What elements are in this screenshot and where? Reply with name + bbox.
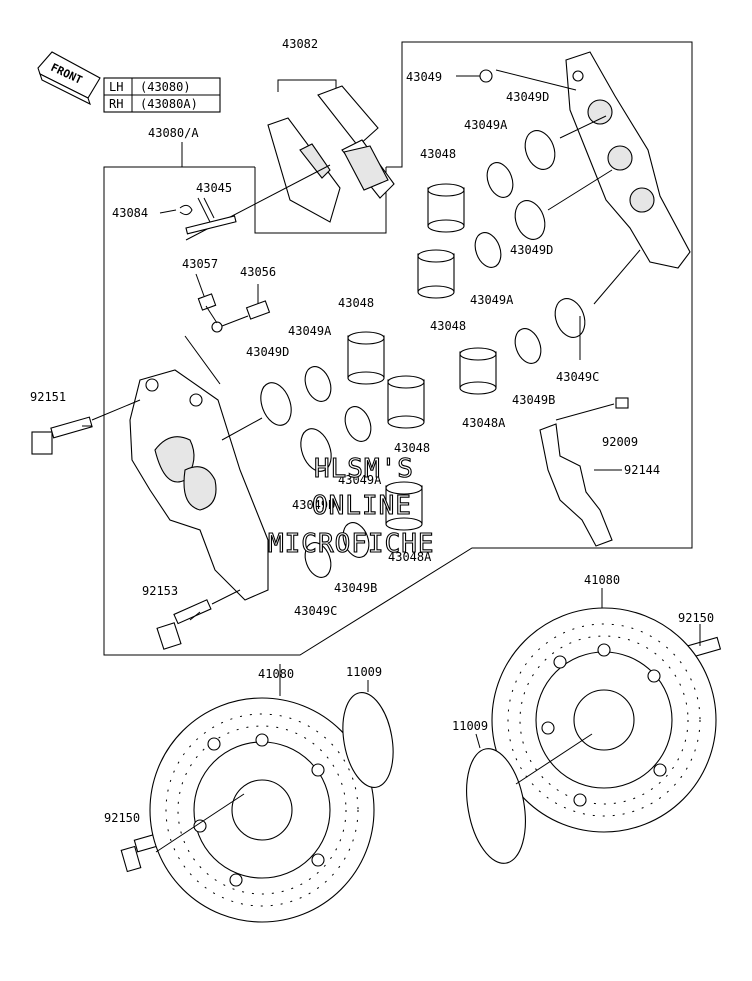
bleeder-valve — [195, 273, 271, 333]
label-43084: 43084 — [112, 206, 148, 220]
label-43049d-c: 43049D — [506, 90, 549, 104]
label-43045: 43045 — [196, 181, 232, 195]
disc-right — [491, 607, 717, 833]
label-43049a-d: 43049A — [470, 293, 514, 307]
label-43082: 43082 — [282, 37, 318, 51]
label-92150-left: 92150 — [104, 811, 140, 825]
side-lh: LH — [109, 80, 123, 94]
side-rh-part: (43080A) — [140, 97, 198, 111]
part-labels: 43082 43080/A 43045 43084 43057 43056 92… — [30, 37, 714, 825]
side-lh-part: (43080) — [140, 80, 191, 94]
label-43049-top: 43049 — [406, 70, 442, 84]
label-92151: 92151 — [30, 390, 66, 404]
label-43049b-b: 43049B — [512, 393, 555, 407]
label-92150-right: 92150 — [678, 611, 714, 625]
watermark-line-3: MICROFICHE — [268, 529, 435, 559]
caliper-left — [129, 335, 269, 601]
label-43080a: 43080/A — [148, 126, 199, 140]
label-43049b-a: 43049B — [334, 581, 377, 595]
pad-pin — [159, 197, 237, 235]
shim-right — [466, 733, 593, 864]
watermark: HLSM'S ONLINE MICROFICHE — [267, 453, 435, 559]
label-43049d-d: 43049D — [510, 243, 553, 257]
label-43056: 43056 — [240, 265, 276, 279]
label-11009-right: 11009 — [346, 665, 382, 679]
label-41080-left: 41080 — [258, 667, 294, 681]
pistons-left — [221, 331, 425, 578]
pistons-right — [417, 69, 641, 395]
label-92153: 92153 — [142, 584, 178, 598]
label-43048a-b: 43048A — [462, 416, 506, 430]
label-43048-b: 43048 — [394, 441, 430, 455]
label-43049d-b: 43049D — [292, 498, 335, 512]
label-43048-a: 43048 — [338, 296, 374, 310]
brake-pads — [185, 85, 395, 241]
watermark-line-1: HLSM'S — [314, 454, 414, 484]
label-43049d-a: 43049D — [246, 345, 289, 359]
label-11009-left: 11009 — [452, 719, 488, 733]
bolt-92153 — [156, 589, 241, 650]
pad-spring — [539, 397, 629, 547]
side-rh: RH — [109, 97, 123, 111]
pad-frame — [254, 167, 387, 234]
side-table: LH (43080) RH (43080A) — [103, 77, 221, 113]
label-43049a-a: 43049A — [288, 324, 332, 338]
label-43049c-a: 43049C — [294, 604, 337, 618]
label-43049a-b: 43049A — [338, 473, 382, 487]
bolt-92151 — [31, 399, 141, 455]
front-arrow-badge: FRONT — [37, 51, 101, 106]
shim-left — [342, 691, 394, 789]
leader-lines — [82, 75, 701, 749]
label-92144: 92144 — [624, 463, 660, 477]
label-92009: 92009 — [602, 435, 638, 449]
caliper-frame — [103, 41, 693, 656]
label-43048-d: 43048 — [430, 319, 466, 333]
watermark-line-2: ONLINE — [312, 491, 412, 521]
label-43048-c: 43048 — [420, 147, 456, 161]
label-43049c-b: 43049C — [556, 370, 599, 384]
disc-left — [149, 697, 375, 923]
label-43057: 43057 — [182, 257, 218, 271]
label-41080-right: 41080 — [584, 573, 620, 587]
label-43049a-c: 43049A — [464, 118, 508, 132]
label-43048a-a: 43048A — [388, 550, 432, 564]
caliper-right — [495, 51, 691, 269]
